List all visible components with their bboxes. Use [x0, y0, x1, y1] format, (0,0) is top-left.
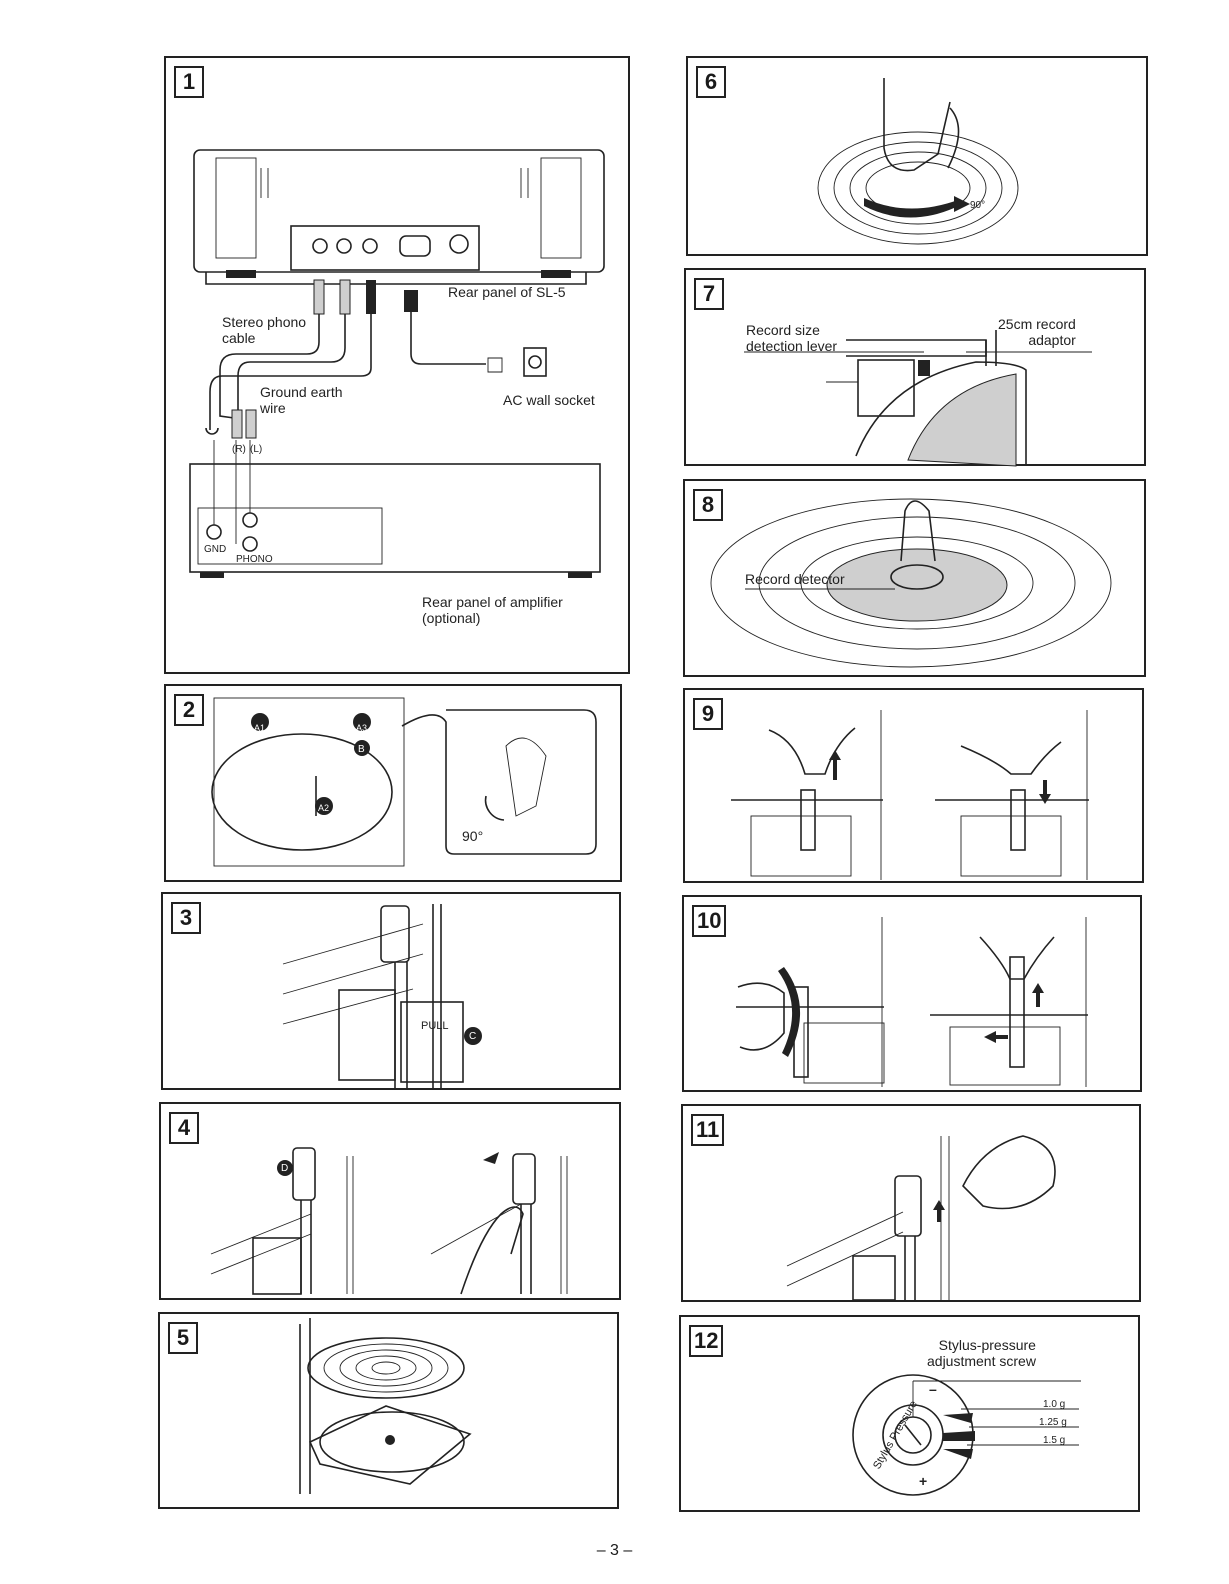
stylus-insert-diagram: [736, 917, 1088, 1087]
page-number: – 3 –: [596, 1542, 633, 1559]
ac-wall-socket-label: AC wall socket: [503, 392, 595, 408]
panel-number: 10: [692, 905, 727, 937]
angle-label: 90°: [462, 828, 484, 844]
connection-diagram: [189, 149, 605, 578]
panel-number: 9: [693, 698, 723, 730]
stylus-pressure-dial-diagram: [852, 1374, 1081, 1496]
turntable-rotate-diagram: [817, 78, 1019, 245]
panel-number: 12: [689, 1325, 724, 1357]
panel-1: 1 Rear panel of SL-5 Stereo phono cable …: [164, 56, 630, 674]
stereo-phono-cable-label: Stereo phono cable: [222, 314, 307, 346]
turntable-screws-diagram: [211, 697, 597, 867]
record-adaptor-label: 25cm record adaptor: [998, 316, 1076, 348]
l-label: (L): [250, 444, 263, 455]
pressure-1-25-label: 1.25 g: [1039, 1417, 1067, 1428]
record-detector-diagram: [710, 498, 1112, 668]
d-label: D: [281, 1163, 289, 1174]
panel-number: 4: [169, 1112, 199, 1144]
stylus-guard-diagram: [786, 1135, 1056, 1301]
a2-label: A2: [318, 803, 330, 813]
panel-11: 11: [681, 1104, 1141, 1302]
panel-number: 6: [696, 66, 726, 98]
gnd-label: GND: [204, 544, 227, 555]
c-label: C: [469, 1031, 477, 1042]
stylus-pressure-screw-label: Stylus-pressure adjustment screw: [927, 1337, 1036, 1369]
panel-8: 8 Record detector: [683, 479, 1146, 677]
plus-sign: +: [919, 1473, 928, 1489]
panel-7: 7 Record size detection lever 25cm recor…: [684, 268, 1146, 467]
platter-diagram: [299, 1318, 472, 1494]
panel-2: 2 A1 A3 A2 B 90°: [164, 684, 622, 882]
panel-6: 6 90°: [686, 56, 1148, 256]
panel-4: 4 D: [159, 1102, 621, 1300]
panel-12: 12 Stylus-pressure adjustment screw 1.0 …: [679, 1315, 1140, 1512]
panel-number: 3: [171, 902, 201, 934]
record-detector-label: Record detector: [745, 571, 845, 587]
ground-earth-wire-label: Ground earth wire: [260, 384, 343, 416]
angle-label: 90°: [970, 200, 986, 211]
pull-label: PULL: [421, 1020, 449, 1032]
panel-number: 1: [174, 66, 204, 98]
panel-number: 5: [168, 1322, 198, 1354]
b-label: B: [358, 744, 365, 755]
phono-label: PHONO: [236, 554, 273, 565]
a1-label: A1: [254, 723, 266, 733]
record-size-lever-diagram: [744, 330, 1092, 467]
a3-label: A3: [356, 723, 368, 733]
panel-9: 9: [683, 688, 1144, 883]
panel-3: 3 PULL C: [161, 892, 621, 1090]
amplifier-rear-panel-label: Rear panel of amplifier (optional): [422, 594, 563, 626]
r-label: (R): [232, 444, 246, 455]
pressure-1-5-label: 1.5 g: [1043, 1435, 1066, 1446]
record-size-lever-label: Record size detection lever: [746, 322, 838, 354]
pressure-1-0-label: 1.0 g: [1043, 1399, 1066, 1410]
panel-5: 5: [158, 1312, 619, 1509]
headshell-diagram: [210, 1147, 568, 1295]
panel-number: 2: [174, 694, 204, 726]
minus-sign: –: [929, 1381, 937, 1397]
stylus-removal-diagram: [731, 710, 1089, 880]
panel-10: 10: [682, 895, 1142, 1092]
tonearm-lock-diagram: [282, 904, 482, 1090]
panel-number: 8: [693, 489, 723, 521]
panel-number: 11: [691, 1114, 725, 1146]
rear-panel-sl5-label: Rear panel of SL-5: [448, 284, 566, 300]
panel-number: 7: [694, 278, 724, 310]
